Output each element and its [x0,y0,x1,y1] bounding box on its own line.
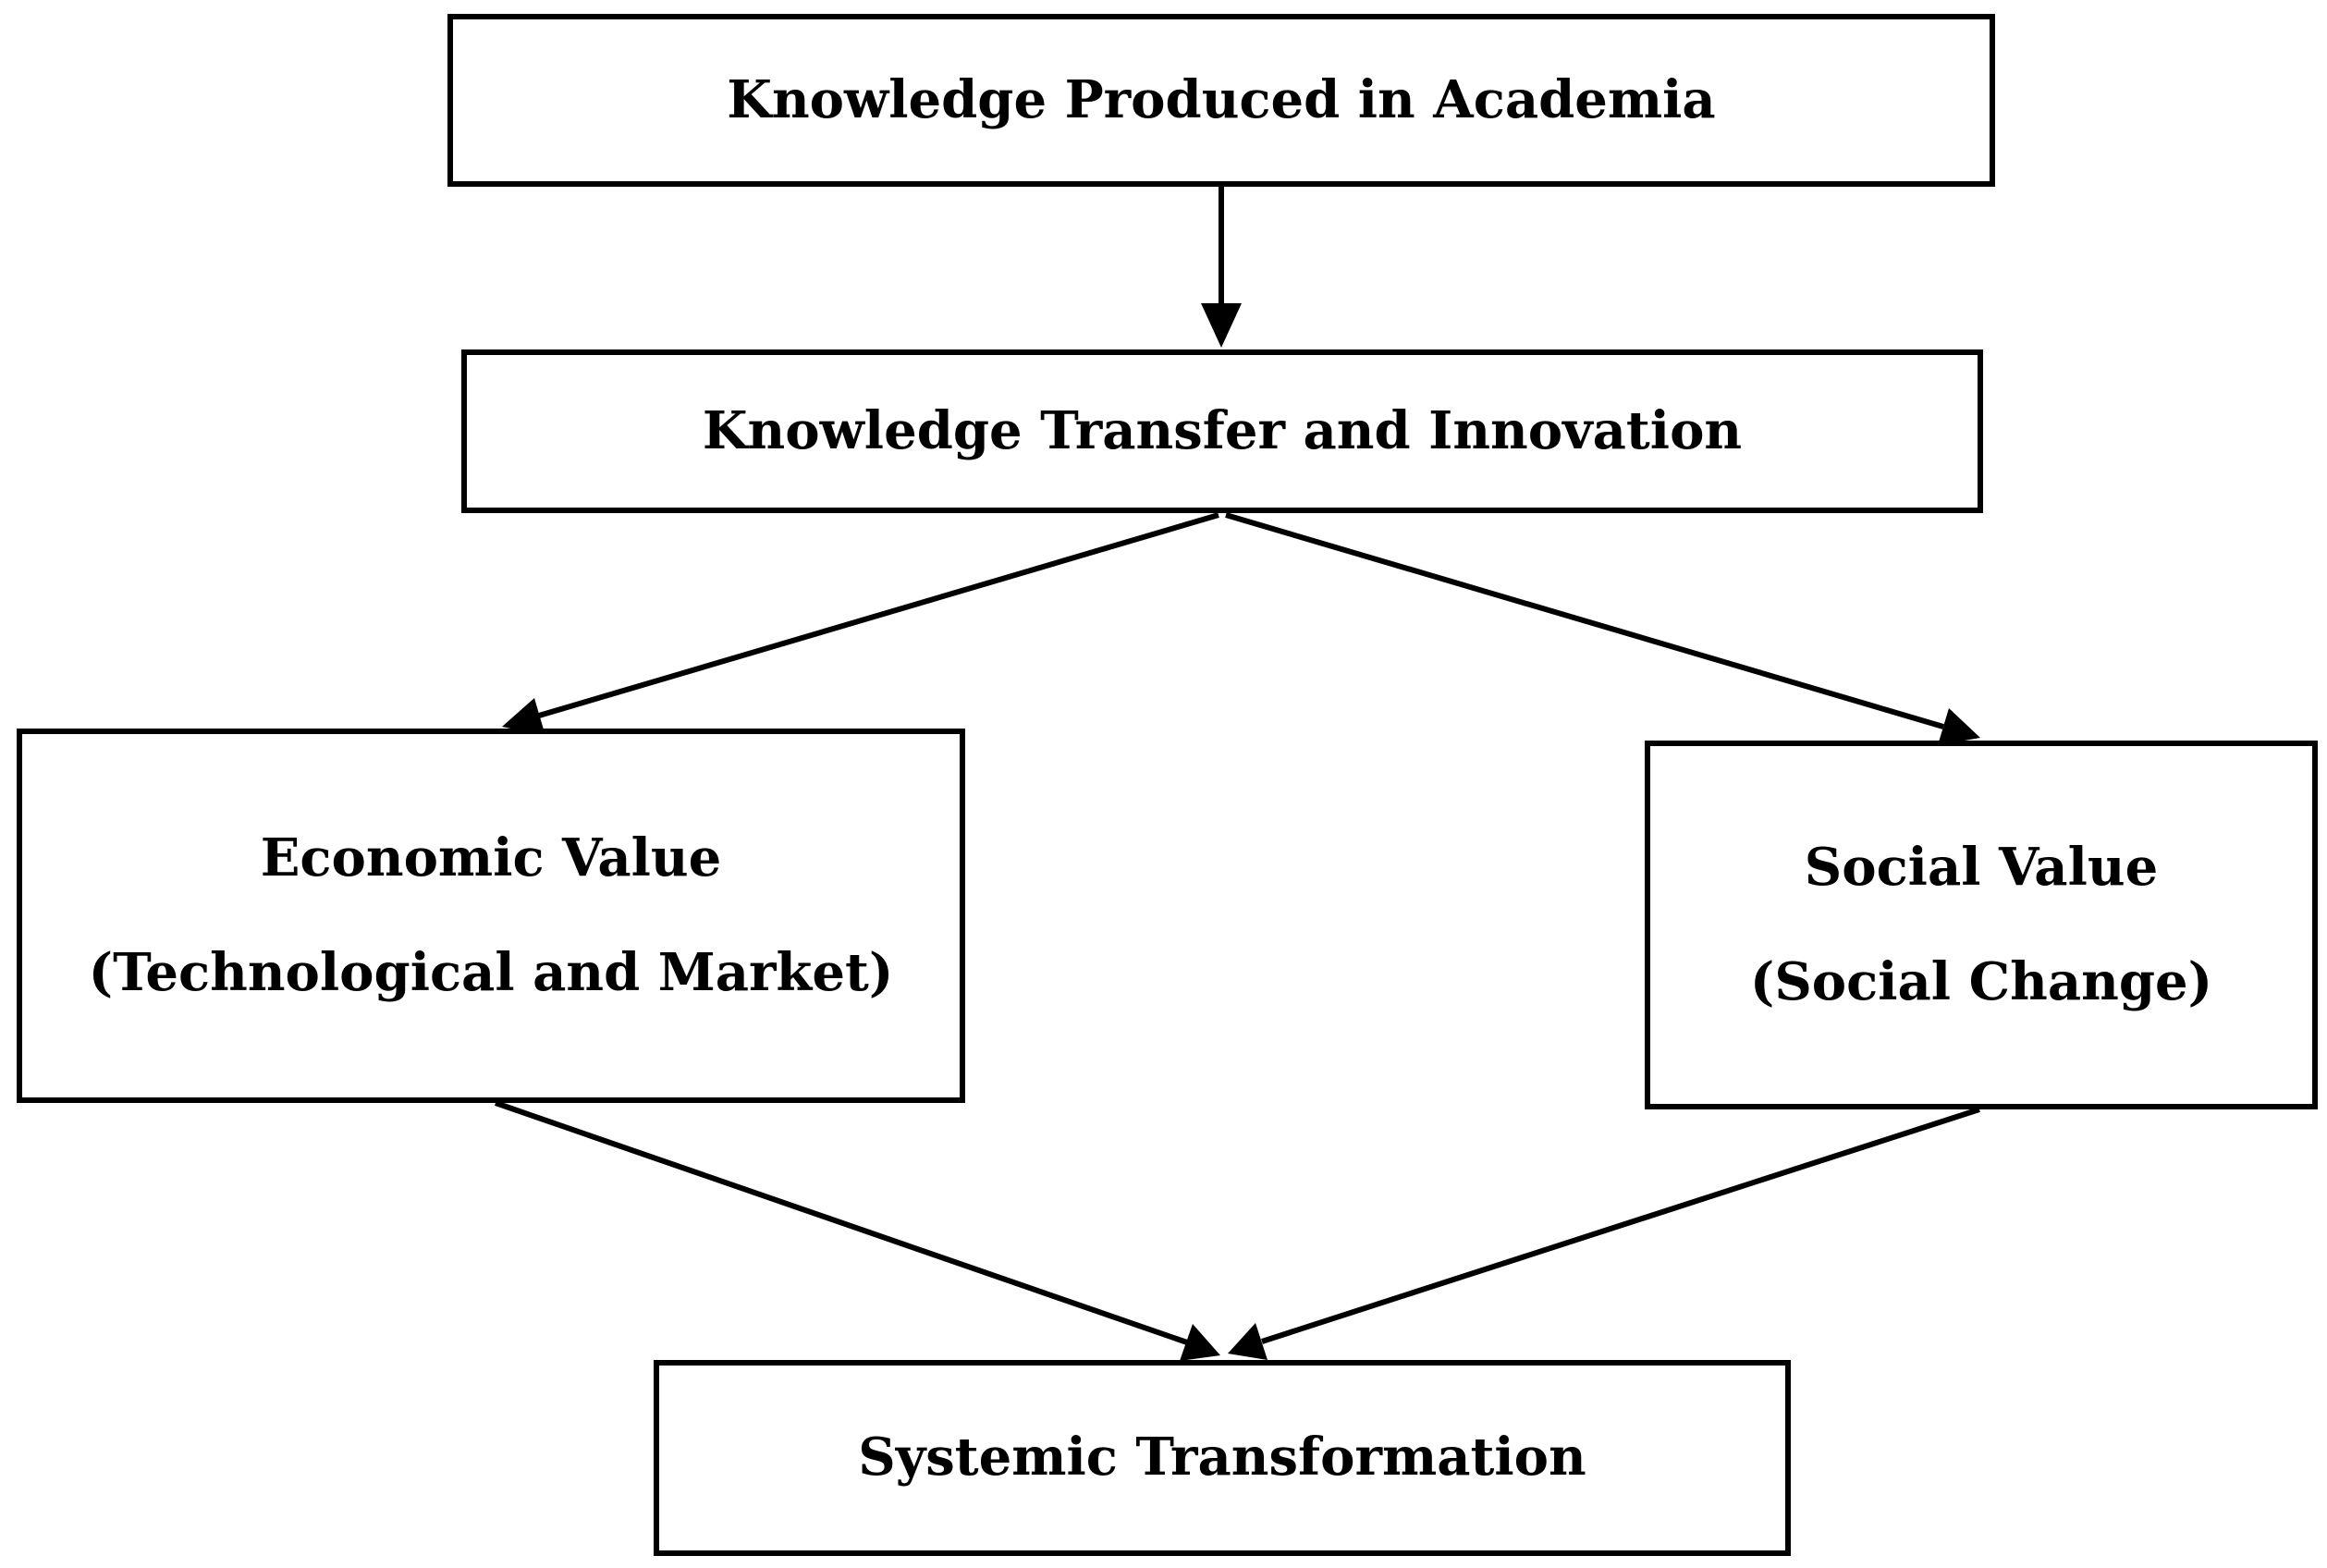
node-economic-value-title: Economic Value [260,827,722,889]
node-knowledge-transfer-label: Knowledge Transfer and Innovation [702,399,1743,461]
arrow-transfer-to-economic [502,512,1219,736]
arrow-economic-to-systemic [495,1100,1220,1361]
node-social-value: Social Value (Social Change) [1645,741,2318,1109]
node-economic-value: Economic Value (Technological and Market… [17,729,965,1103]
arrow-social-to-systemic [1228,1107,1980,1360]
node-social-value-subtitle: (Social Change) [1749,950,2213,1012]
arrow-transfer-to-social [1225,512,1980,745]
node-knowledge-produced-label: Knowledge Produced in Academia [727,68,1716,130]
node-social-value-title: Social Value [1804,837,2159,899]
arrow-produced-to-transfer [1201,187,1242,348]
node-systemic-transformation: Systemic Transformation [654,1360,1791,1556]
node-knowledge-transfer: Knowledge Transfer and Innovation [461,349,1983,513]
node-economic-value-subtitle: (Technological and Market) [88,941,894,1003]
node-knowledge-produced: Knowledge Produced in Academia [447,14,1995,187]
node-systemic-transformation-label: Systemic Transformation [858,1427,1586,1488]
